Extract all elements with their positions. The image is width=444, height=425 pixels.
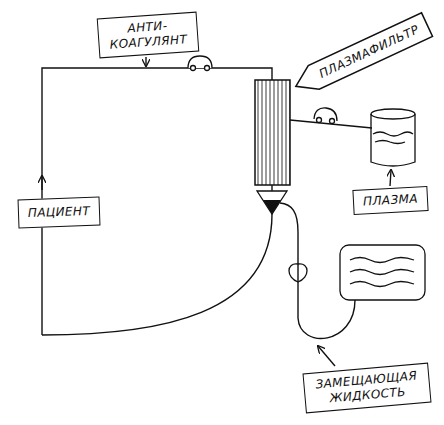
trap-fill bbox=[263, 200, 281, 214]
replacement-arrow bbox=[318, 346, 335, 366]
anticoagulant-box: АНТИ- КОАГУЛЯНТ bbox=[97, 12, 200, 59]
plasma-box: ПЛАЗМА bbox=[352, 186, 428, 215]
replacement-fluid-box: ЗАМЕЩАЮЩАЯ ЖИДКОСТЬ bbox=[302, 363, 431, 414]
patient-box: ПАЦИЕНТ bbox=[18, 197, 101, 229]
flow-arrow bbox=[41, 176, 42, 190]
bubble-trap bbox=[257, 191, 287, 214]
fluid-bag bbox=[340, 245, 425, 300]
pump-symbols bbox=[188, 56, 337, 282]
blood-line bbox=[271, 185, 272, 191]
callout-outline bbox=[290, 12, 432, 97]
plasma-arrow bbox=[390, 170, 391, 186]
filter-callout: ПЛАЗМАФИЛЬТР bbox=[290, 12, 434, 98]
node-label: АНТИ- КОАГУЛЯНТ bbox=[106, 17, 190, 53]
plasma-container bbox=[371, 109, 415, 166]
node-label: ПАЦИЕНТ bbox=[27, 204, 91, 221]
node-label: ПЛАЗМА bbox=[361, 192, 419, 210]
plasma-filter bbox=[255, 80, 290, 185]
inlet-arrow bbox=[145, 57, 146, 66]
node-label: ПЛАЗМАФИЛЬТР bbox=[316, 22, 422, 82]
node-label: ЗАМЕЩАЮЩАЯ ЖИДКОСТЬ bbox=[312, 368, 422, 407]
replacement-line bbox=[280, 203, 355, 339]
return-line bbox=[42, 214, 272, 335]
